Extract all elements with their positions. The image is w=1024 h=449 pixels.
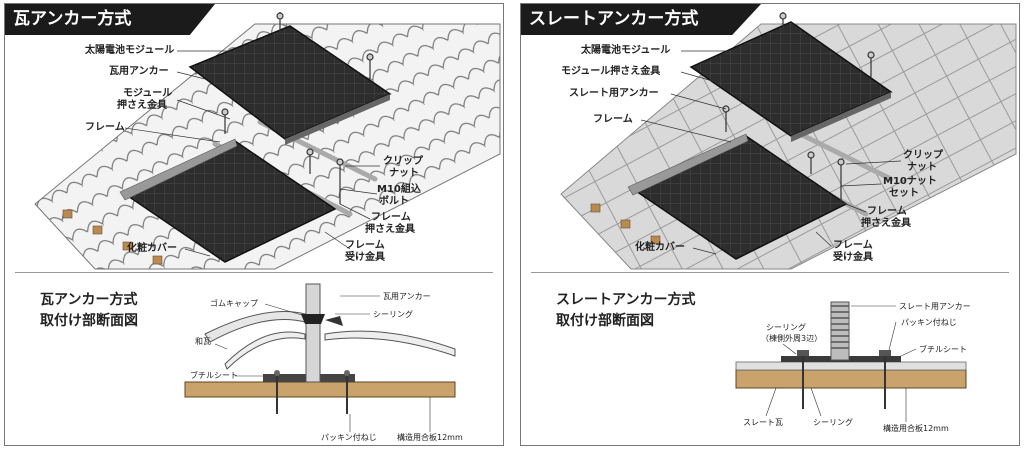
slate-anchor-illustration (560, 12, 1017, 422)
section-divider (15, 272, 493, 273)
label-bolt-1: M10組込 (377, 184, 421, 195)
section-title-2: 取付け部断面図 (556, 313, 654, 329)
slate-anchor-panel: スレートアンカー方式 太陽電池モジュール モジュール押さえ金具 スレート用アンカ… (520, 3, 1020, 446)
section-title-1: スレートアンカー方式 (556, 292, 696, 308)
tile-section-drawing (184, 283, 456, 432)
label-module-clamp-1: モジュール (123, 88, 173, 99)
panel-title: スレートアンカー方式 (521, 4, 761, 35)
section-label-plywood: 構造用合板12mm (883, 424, 949, 433)
label-bolt-2: ボルト (379, 196, 409, 207)
section-label-screw: パッキン付ねじ (321, 433, 377, 442)
section-label-butyl: ブチルシート (919, 345, 967, 354)
section-label-sealing: シーリング (373, 310, 413, 319)
label-clip-nut-1: クリップ (383, 156, 423, 167)
label-module: 太陽電池モジュール (581, 45, 671, 56)
label-cover: 化粧カバー (127, 243, 177, 254)
section-title-1: 瓦アンカー方式 (40, 292, 138, 308)
label-module-clamp: モジュール押さえ金具 (561, 66, 661, 77)
panel-title: 瓦アンカー方式 (5, 4, 215, 35)
anchors (722, 12, 875, 204)
solar-module-top-edge (791, 92, 891, 142)
label-frame-clamp-2: 押さえ金具 (861, 218, 911, 229)
label-frame-support-2: 受け金具 (833, 252, 873, 263)
section-divider (531, 272, 1009, 273)
decorative-cover (627, 133, 749, 196)
slate-section-drawing (735, 301, 967, 422)
label-module: 太陽電池モジュール (85, 45, 175, 56)
label-frame-clamp-1: フレーム (371, 212, 411, 223)
label-frame-clamp-1: フレーム (867, 206, 907, 217)
tile-anchor-panel: 瓦アンカー方式 太陽電池モジュール 瓦用アンカー モジュール 押さえ金具 フレー… (4, 3, 504, 446)
section-label-sealing-bottom: シーリング (813, 418, 853, 427)
label-frame-support-2: 受け金具 (345, 252, 385, 263)
label-frame: フレーム (85, 122, 125, 133)
anchors (221, 12, 374, 204)
section-label-tile: 和瓦 (195, 337, 211, 346)
section-label-screw: パッキン付ねじ (901, 318, 957, 327)
rafter-ends (62, 209, 163, 265)
label-anchor: スレート用アンカー (569, 88, 659, 99)
label-frame-support-1: フレーム (345, 240, 385, 251)
section-label-anchor: 瓦用アンカー (383, 292, 431, 301)
label-frame: フレーム (593, 114, 633, 125)
label-module-clamp-2: 押さえ金具 (117, 100, 167, 111)
section-title-2: 取付け部断面図 (40, 313, 138, 329)
solar-module-top-edge (285, 94, 390, 145)
section-label-rubber-cap: ゴムキャップ (210, 299, 258, 308)
label-frame-support-1: フレーム (833, 240, 873, 251)
label-anchor: 瓦用アンカー (109, 66, 169, 77)
label-nut-set-2: セット (889, 188, 919, 199)
leader-lines-left (124, 50, 380, 257)
rafter-ends (590, 203, 661, 245)
label-clip-nut-1: クリップ (903, 150, 943, 161)
label-clip-nut-2: ナット (389, 168, 419, 179)
label-nut-set-1: M10ナット (883, 176, 937, 187)
leader-lines-right (640, 50, 902, 255)
label-clip-nut-2: ナット (907, 162, 937, 173)
section-label-sealing-2: （棟側外周3辺） (761, 334, 823, 343)
section-label-sealing-1: シーリング (766, 323, 806, 332)
decorative-cover (119, 138, 238, 201)
section-label-anchor: スレート用アンカー (899, 302, 971, 311)
section-label-butyl: ブチルシート (190, 371, 238, 380)
section-label-slate: スレート瓦 (743, 418, 783, 427)
label-cover: 化粧カバー (635, 242, 685, 253)
label-frame-clamp-2: 押さえ金具 (365, 224, 415, 235)
tile-anchor-illustration (34, 12, 501, 432)
section-label-plywood: 構造用合板12mm (397, 433, 463, 442)
